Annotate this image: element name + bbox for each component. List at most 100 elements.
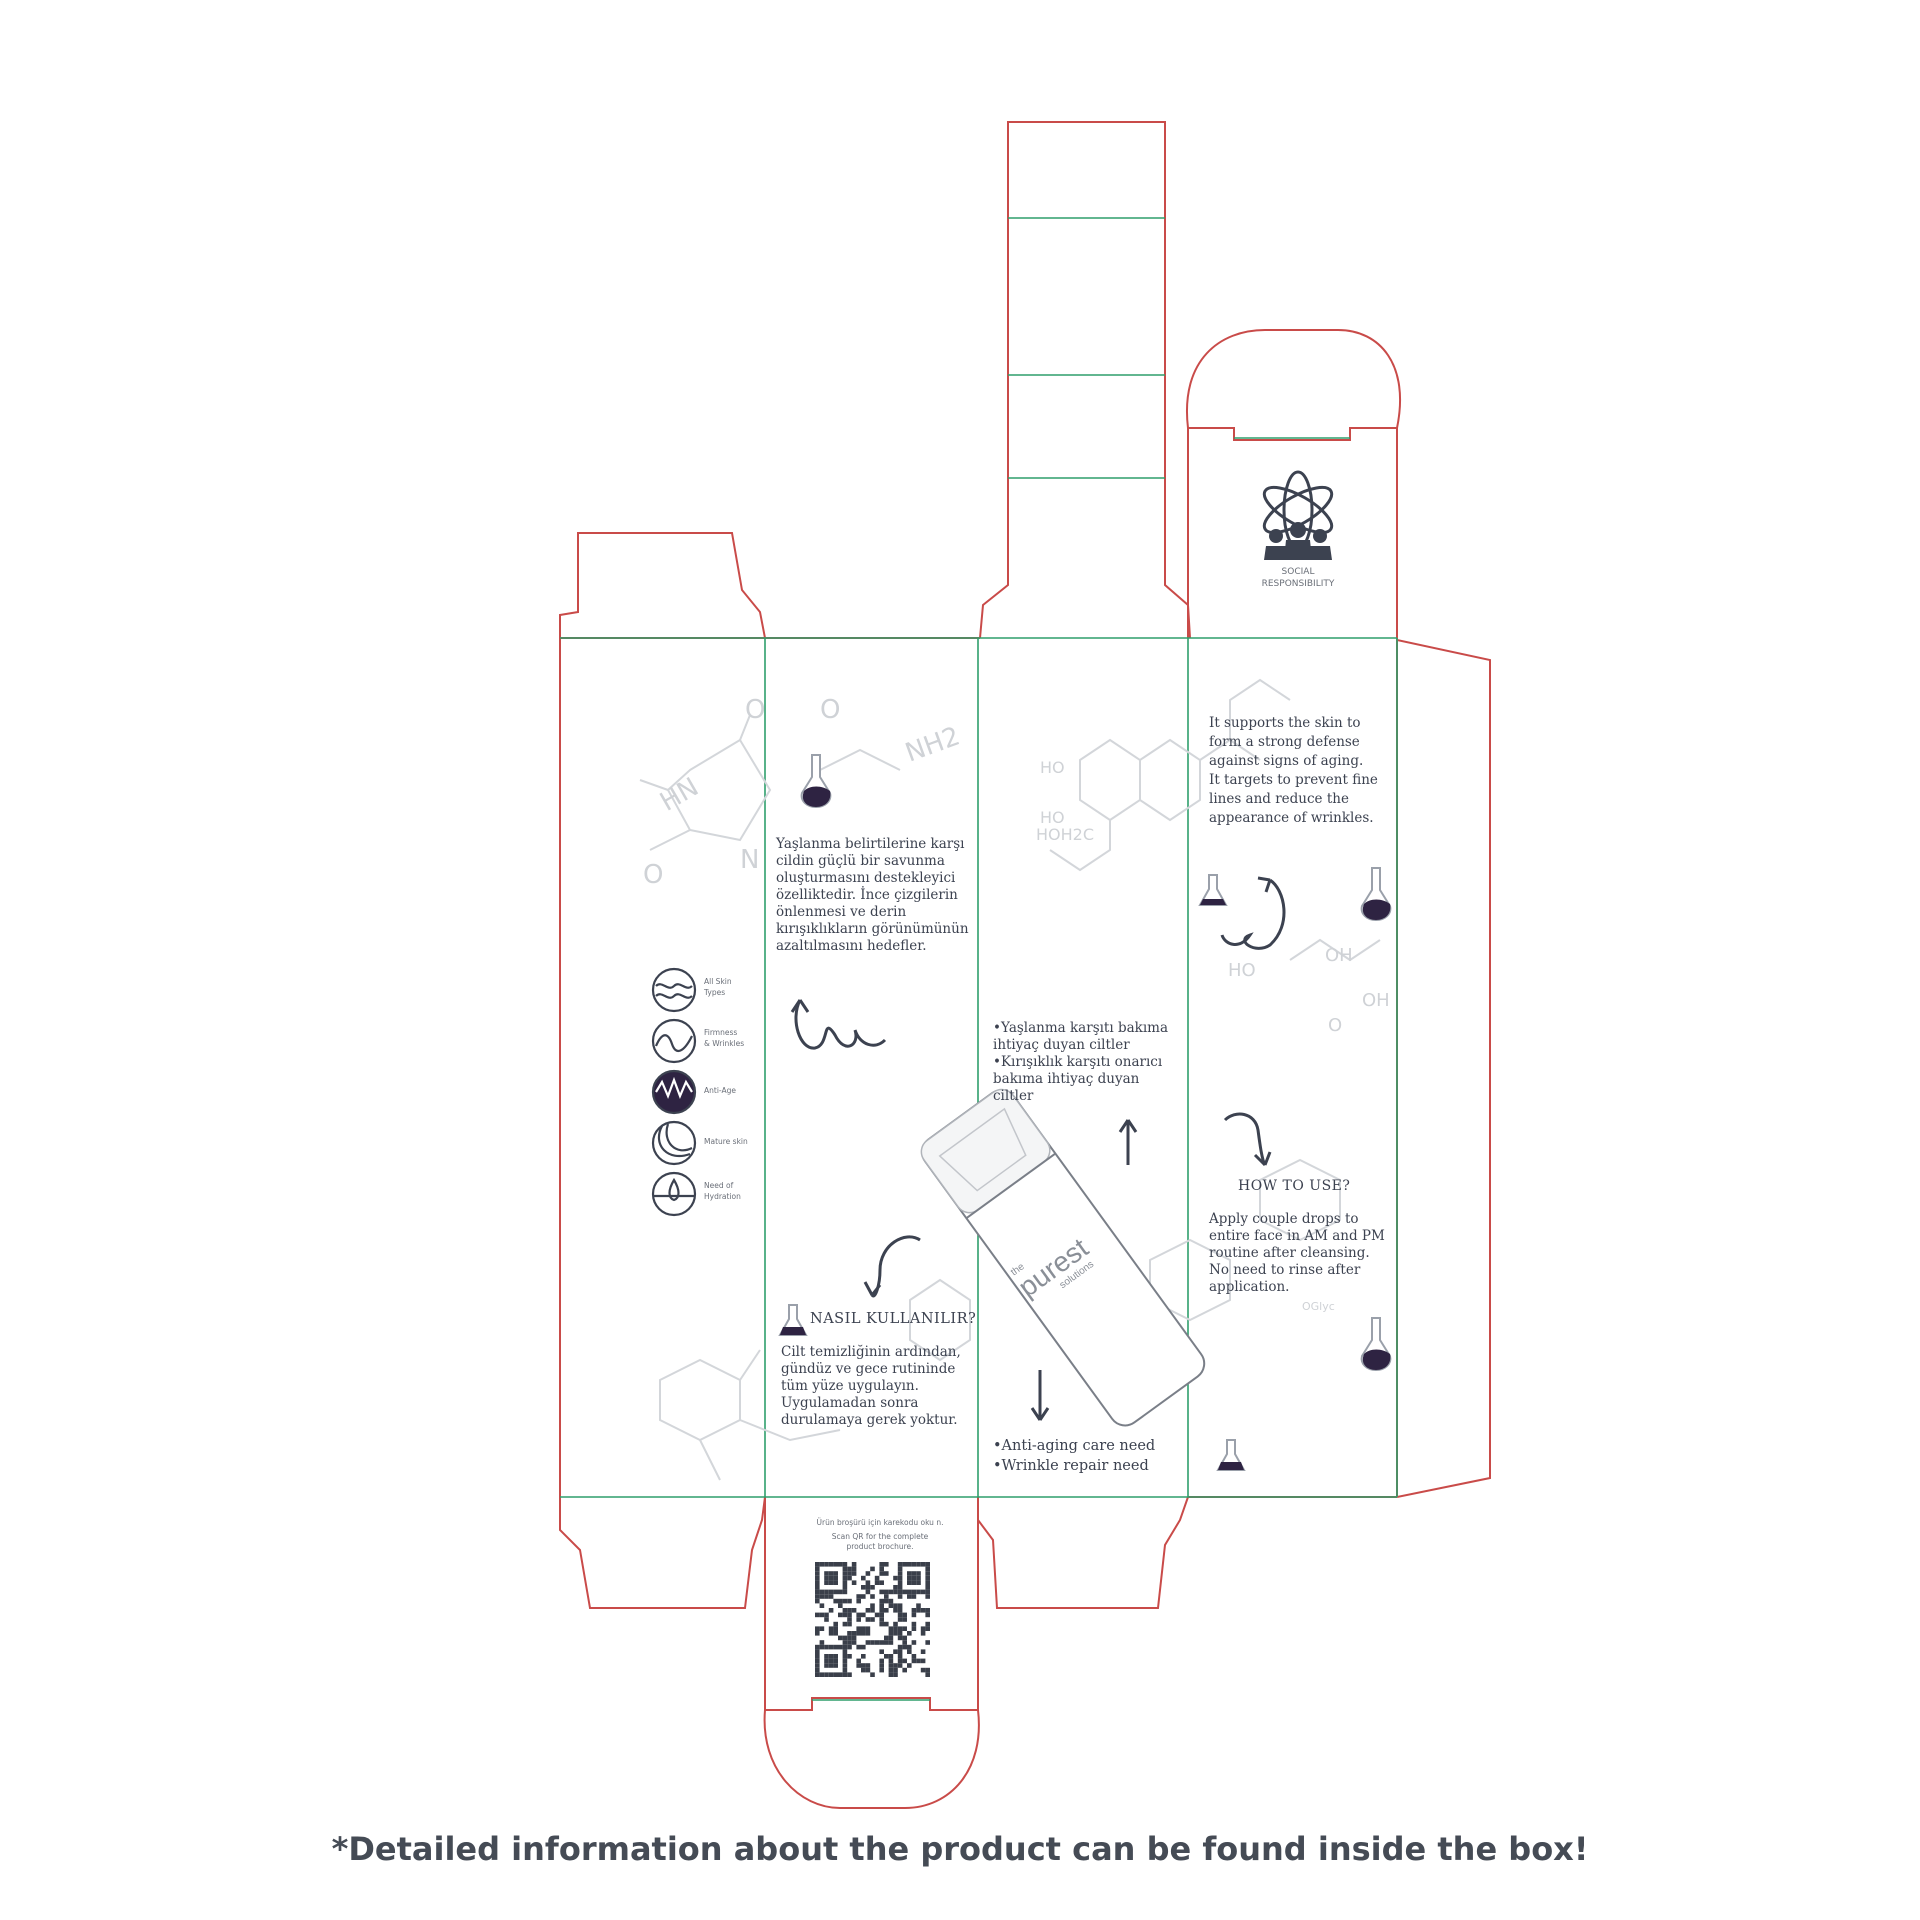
qr-module (815, 1667, 820, 1673)
qr-module (838, 1672, 843, 1677)
qr-module (879, 1566, 884, 1572)
qr-module (897, 1575, 903, 1581)
qr-module (893, 1649, 898, 1654)
qr-module (911, 1594, 917, 1599)
chem-label: O (820, 695, 841, 725)
qr-module (897, 1626, 903, 1631)
qr-module (847, 1654, 852, 1659)
qr-module (842, 1571, 848, 1576)
qr-module (884, 1562, 889, 1567)
qr-module (897, 1649, 903, 1654)
qr-module (865, 1571, 871, 1576)
qr-module (874, 1575, 880, 1581)
qr-module (819, 1603, 825, 1608)
qr-module (911, 1571, 917, 1576)
qr-module (824, 1612, 829, 1618)
qr-module (833, 1598, 838, 1604)
anti-age-icon (651, 1069, 697, 1115)
qr-module (907, 1562, 912, 1567)
qr-module (815, 1631, 820, 1636)
qr-module (911, 1621, 917, 1627)
qr-module (842, 1640, 848, 1645)
chem-label: O (1328, 1015, 1343, 1036)
product-bottle (920, 1088, 1206, 1427)
qr-module (884, 1594, 889, 1599)
qr-module (856, 1658, 861, 1664)
fold-lines (560, 217, 1398, 1701)
chem-label: OH (1362, 990, 1390, 1011)
qr-module (879, 1612, 884, 1618)
qr-module (856, 1644, 861, 1650)
qr-module (888, 1589, 894, 1595)
skin-label-all-skin-types: All Skin Types (704, 977, 732, 997)
tr-howto-body: Cilt temizliğinin ardından, gündüz ve ge… (781, 1344, 961, 1428)
qr-module (916, 1603, 921, 1608)
qr-module (847, 1617, 852, 1622)
qr-module (925, 1672, 930, 1677)
qr-module (870, 1608, 875, 1613)
qr-module (838, 1612, 843, 1618)
qr-module (888, 1658, 894, 1664)
qr-module (884, 1654, 889, 1659)
qr-module (879, 1589, 884, 1595)
qr-module (838, 1589, 843, 1595)
qr-module (815, 1612, 820, 1618)
qr-module (833, 1562, 838, 1567)
qr-module (815, 1585, 820, 1590)
qr-module (870, 1672, 875, 1677)
qr-module (842, 1635, 848, 1641)
qr-module (815, 1658, 820, 1664)
qr-module (902, 1612, 907, 1618)
qr-module (879, 1608, 884, 1613)
qr-module (838, 1644, 843, 1650)
qr-module (851, 1635, 857, 1641)
qr-module (911, 1580, 917, 1585)
qr-module (897, 1594, 903, 1599)
qr-module (824, 1663, 829, 1668)
qr-module (833, 1575, 838, 1581)
qr-module (847, 1631, 852, 1636)
qr-module (842, 1598, 848, 1604)
qr-module (879, 1621, 884, 1627)
qr-module (907, 1589, 912, 1595)
qr-module (888, 1598, 894, 1604)
footer-note: *Detailed information about the product … (331, 1830, 1589, 1868)
qr-module (884, 1640, 889, 1645)
qr-module (828, 1658, 834, 1664)
qr-module (856, 1631, 861, 1636)
qr-module (911, 1562, 917, 1567)
qr-module (907, 1631, 912, 1636)
qr-module (815, 1594, 820, 1599)
qr-module (828, 1562, 834, 1567)
qr-module (884, 1621, 889, 1627)
qr-module (925, 1589, 930, 1595)
qr-module (851, 1580, 857, 1585)
qr-module (902, 1589, 907, 1595)
qr-module (856, 1594, 861, 1599)
chem-label: N (740, 845, 760, 875)
qr-module (874, 1612, 880, 1618)
qr-caption-tr: Ürün broşürü için karekodu oku n. (816, 1518, 944, 1527)
qr-module (833, 1672, 838, 1677)
chem-label: HO (1040, 758, 1065, 777)
qr-module (833, 1631, 838, 1636)
qr-module (828, 1589, 834, 1595)
chem-label: OGlyc (1302, 1300, 1335, 1313)
qr-module (856, 1612, 861, 1618)
qr-module (819, 1626, 825, 1631)
qr-module (911, 1612, 917, 1618)
qr-module (902, 1667, 907, 1673)
qr-module (828, 1571, 834, 1576)
qr-module (925, 1626, 930, 1631)
qr-module (870, 1566, 875, 1572)
skin-label-mature-skin: Mature skin (704, 1137, 748, 1146)
qr-module (916, 1571, 921, 1576)
qr-module (842, 1580, 848, 1585)
qr-module (893, 1631, 898, 1636)
qr-module (842, 1644, 848, 1650)
qr-module (847, 1571, 852, 1576)
qr-module (856, 1663, 861, 1668)
qr-module (916, 1575, 921, 1581)
qr-module (911, 1640, 917, 1645)
qr-module (907, 1575, 912, 1581)
